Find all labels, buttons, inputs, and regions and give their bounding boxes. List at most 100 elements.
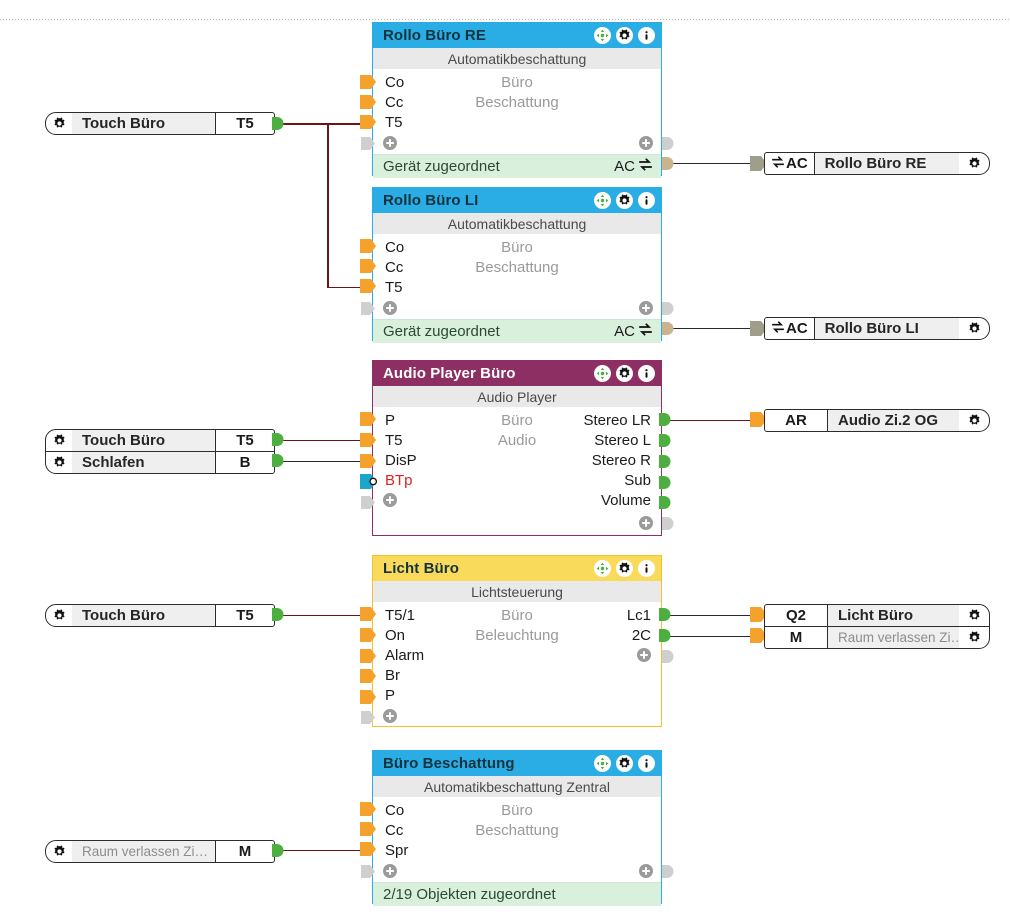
source-output-port[interactable] [272,117,285,134]
gear-icon[interactable] [959,157,989,170]
gear-icon[interactable] [959,609,989,622]
gear-icon[interactable] [46,845,72,858]
source-output-port[interactable] [272,433,285,450]
output-port[interactable] [659,476,672,493]
gear-icon[interactable] [46,609,72,622]
move-cross-icon[interactable] [594,192,611,209]
footer-output-port[interactable] [662,157,675,174]
input-port-connected[interactable] [360,433,376,451]
node-row: AR Audio Zi.2 OG [765,410,989,431]
block-header[interactable]: Rollo Büro RE [373,23,661,48]
block-footer[interactable]: 2/19 Objekten zugeordnet [373,882,661,906]
plus-icon[interactable] [383,493,397,507]
output-port[interactable] [659,496,672,513]
input-port[interactable] [360,75,376,93]
source-output-port[interactable] [272,454,285,471]
move-cross-icon[interactable] [594,560,611,577]
info-icon[interactable] [638,560,655,577]
node-tag: Q2 [765,605,828,626]
block-header[interactable]: Rollo Büro LI [373,188,661,213]
output-port[interactable] [659,608,672,625]
node-tag: T5 [215,605,274,626]
input-port-bluetooth[interactable] [360,474,378,493]
gear-icon[interactable] [46,434,72,447]
gear-icon[interactable] [616,192,633,209]
gear-icon[interactable] [616,560,633,577]
source-node-touch-buero-3[interactable]: Touch Büro T5 [45,604,275,627]
target-input-arrow[interactable] [750,156,768,175]
gear-icon[interactable] [46,456,72,469]
target-input-arrow[interactable] [750,628,768,647]
target-input-arrow[interactable] [750,321,768,340]
input-port-connected[interactable] [360,279,376,297]
input-port-connected[interactable] [360,842,376,860]
input-port[interactable] [360,690,376,708]
target-node-audio[interactable]: AR Audio Zi.2 OG [764,409,990,432]
swap-arrows-icon [771,155,785,172]
block-header[interactable]: Audio Player Büro [373,361,661,386]
output-port[interactable] [659,455,672,472]
gear-icon[interactable] [616,755,633,772]
output-port[interactable] [659,434,672,451]
block-rollo-buero-re[interactable]: Rollo Büro RE Automatikbeschattung Co [372,22,662,178]
output-port[interactable] [659,413,672,430]
move-cross-icon[interactable] [594,27,611,44]
block-footer[interactable]: Gerät zugeordnet AC [373,319,661,343]
plus-icon[interactable] [383,709,397,723]
gear-icon[interactable] [616,27,633,44]
target-node-licht-group[interactable]: Q2 Licht Büro M Raum verlassen Zi… [764,604,990,649]
block-licht-buero[interactable]: Licht Büro Lichtsteuerung T5/1 Büro [372,555,662,727]
plus-icon[interactable] [639,864,653,878]
plus-icon[interactable] [383,301,397,315]
plus-icon[interactable] [639,516,653,530]
target-node-rollo-li[interactable]: AC Rollo Büro LI [764,317,990,340]
source-node-touch-buero-1[interactable]: Touch Büro T5 [45,112,275,135]
block-buero-beschattung[interactable]: Büro Beschattung Automatikbeschattung Ze… [372,750,662,906]
node-tag: M [765,627,828,648]
input-port-connected[interactable] [360,115,376,133]
plus-icon[interactable] [639,136,653,150]
plus-icon[interactable] [383,136,397,150]
input-port-connected[interactable] [360,454,376,472]
info-icon[interactable] [638,755,655,772]
target-input-arrow[interactable] [750,412,768,431]
input-port[interactable] [360,95,376,113]
block-footer[interactable]: Gerät zugeordnet AC [373,154,661,178]
source-node-raum-verlassen[interactable]: Raum verlassen Zi… M [45,840,275,863]
gear-icon[interactable] [46,117,72,130]
input-port[interactable] [360,259,376,277]
info-icon[interactable] [638,192,655,209]
pin-label: P [385,411,396,429]
input-port[interactable] [360,822,376,840]
plus-icon[interactable] [639,301,653,315]
source-output-port[interactable] [272,844,285,861]
source-output-port[interactable] [272,608,285,625]
input-port-connected[interactable] [360,607,376,625]
block-audio-player-buero[interactable]: Audio Player Büro Audio Player P Büro [372,360,662,536]
input-port-connected[interactable] [360,412,376,430]
gear-icon[interactable] [959,414,989,427]
move-cross-icon[interactable] [594,365,611,382]
gear-icon[interactable] [959,322,989,335]
info-icon[interactable] [638,365,655,382]
info-icon[interactable] [638,27,655,44]
input-port[interactable] [360,628,376,646]
plus-icon[interactable] [637,648,651,662]
gear-icon[interactable] [616,365,633,382]
target-input-arrow[interactable] [750,607,768,626]
input-port[interactable] [360,669,376,687]
plus-icon[interactable] [383,864,397,878]
gear-icon[interactable] [959,631,989,644]
block-header[interactable]: Licht Büro [373,556,661,581]
input-port[interactable] [360,802,376,820]
input-port[interactable] [360,239,376,257]
target-node-rollo-re[interactable]: AC Rollo Büro RE [764,152,990,175]
source-node-group-audio[interactable]: Touch Büro T5 Schlafen B [45,429,275,474]
block-header[interactable]: Büro Beschattung [373,751,661,776]
block-rollo-buero-li[interactable]: Rollo Büro LI Automatikbeschattung Co [372,187,662,343]
output-port[interactable] [659,629,672,646]
input-port[interactable] [360,649,376,667]
move-cross-icon[interactable] [594,755,611,772]
footer-output-port[interactable] [662,322,675,339]
